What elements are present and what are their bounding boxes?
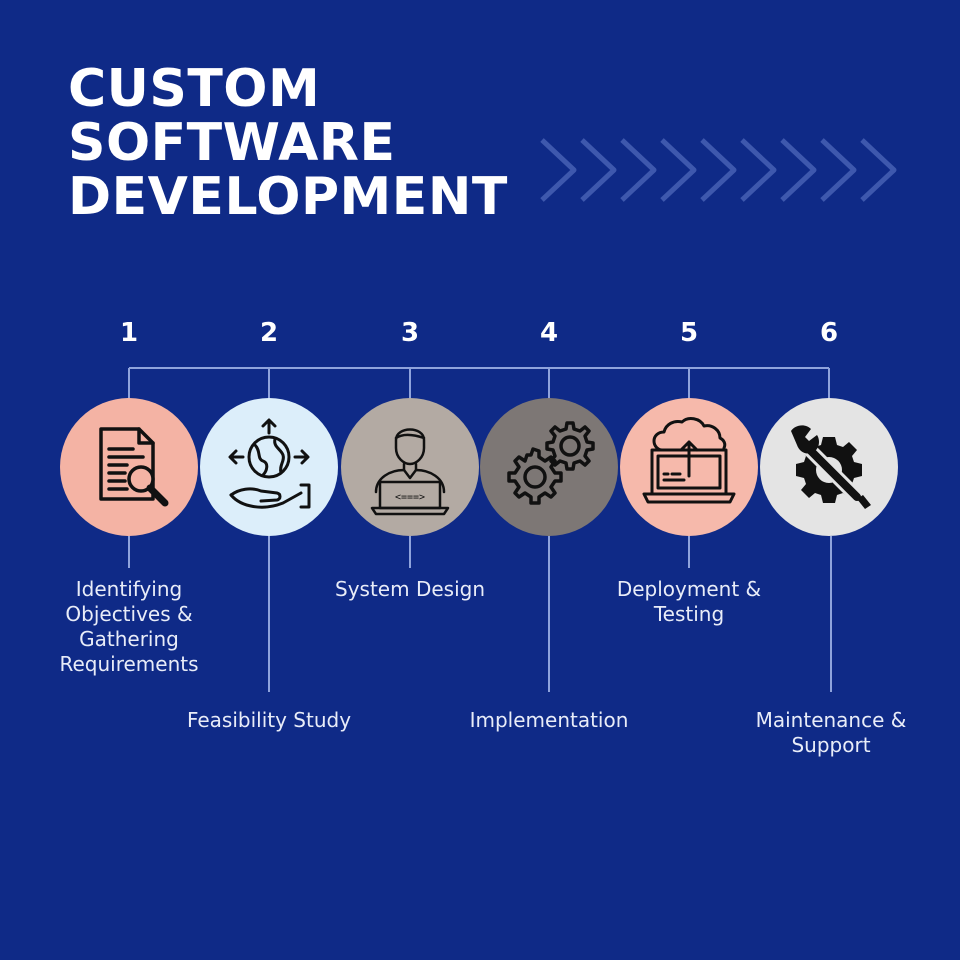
chevron-icon (580, 138, 617, 202)
chevron-icon (780, 138, 817, 202)
chevron-icon (860, 138, 897, 202)
step-label-3: System Design (335, 577, 485, 601)
chevron-icon (700, 138, 737, 202)
cloud-upload-laptop-icon (642, 417, 736, 504)
page-title: CUSTOM SOFTWARE DEVELOPMENT (68, 62, 508, 224)
step-circle-2 (200, 398, 338, 536)
gears-icon (507, 421, 595, 505)
step-circle-4 (480, 398, 618, 536)
step-label-2: Feasibility Study (186, 708, 352, 732)
step-number-4: 4 (539, 318, 559, 348)
chevron-icon (820, 138, 857, 202)
chevron-icon (660, 138, 697, 202)
chevron-icon (620, 138, 657, 202)
step-number-2: 2 (259, 318, 279, 348)
title-line-2: SOFTWARE (68, 113, 396, 173)
step-label-6: Maintenance & Support (755, 708, 907, 757)
step-number-5: 5 (679, 318, 699, 348)
title-line-3: DEVELOPMENT (68, 167, 508, 227)
step-label-4: Implementation (469, 708, 629, 732)
chevron-icon (540, 138, 577, 202)
step-circle-1 (60, 398, 198, 536)
chevron-arrows-decoration (540, 138, 897, 202)
svg-text:<===>: <===> (395, 492, 425, 503)
document-search-icon (99, 427, 169, 507)
step-number-3: 3 (400, 318, 420, 348)
step-circle-6 (760, 398, 898, 536)
title-line-1: CUSTOM (68, 59, 321, 119)
step-circle-5 (620, 398, 758, 536)
step-circle-3: <===> (341, 398, 479, 536)
chevron-icon (740, 138, 777, 202)
step-number-1: 1 (119, 318, 139, 348)
step-label-1: Identifying Objectives & Gathering Requi… (59, 577, 199, 676)
developer-laptop-icon: <===> (370, 428, 450, 516)
globe-hand-icon (228, 418, 311, 509)
wrench-gear-icon (791, 425, 871, 509)
step-number-6: 6 (819, 318, 839, 348)
step-label-5: Deployment & Testing (616, 577, 762, 626)
